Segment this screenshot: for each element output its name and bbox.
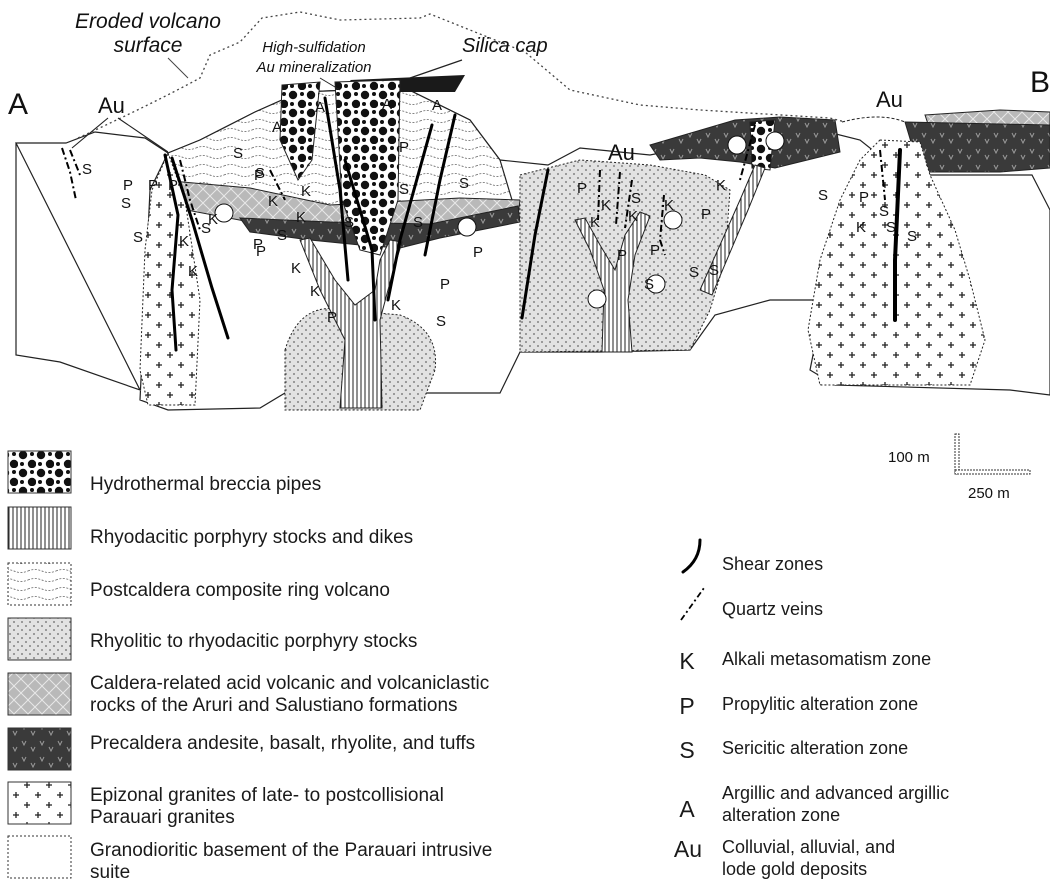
zone-letter-k: K [716, 177, 726, 194]
zone-letter-k: K [188, 263, 198, 280]
au-arc-right [842, 117, 905, 122]
zone-letter-k: K [296, 209, 306, 226]
legend-symbol-label: Quartz veins [722, 598, 823, 620]
zone-letter-a: A [315, 99, 325, 116]
legend-swatch-dots [8, 618, 71, 660]
section-end-a: A [8, 88, 28, 121]
zone-letter-s: S [818, 187, 828, 204]
zone-letter-p: P [123, 177, 133, 194]
au-label-right: Au [876, 87, 903, 112]
zone-letter-a: A [272, 119, 282, 136]
zone-letter-k: K [268, 193, 278, 210]
legend-swatch-wavy [8, 563, 71, 605]
legend-unit-label: Rhyodacitic porphyry stocks and dikes [90, 527, 413, 549]
zone-letter-p: P [859, 189, 869, 206]
au-label-left: Au [98, 93, 125, 118]
zone-letter-s: S [631, 190, 641, 207]
legend-symbol-k: K [672, 648, 702, 675]
zone-letter-k: K [301, 183, 311, 200]
eroded-surface-leader [168, 58, 188, 78]
legend-symbol-label: Propylitic alteration zone [722, 693, 918, 715]
zone-letter-k: K [391, 297, 401, 314]
zone-letter-p: P [617, 247, 627, 264]
legend-unit-label: Epizonal granites of late- to postcollis… [90, 785, 444, 829]
legend-symbol-label: Alkali metasomatism zone [722, 648, 931, 670]
legend-swatch-breccia [8, 451, 71, 493]
legend-unit-label: Precaldera andesite, basalt, rhyolite, a… [90, 733, 475, 755]
zone-letter-k: K [208, 211, 218, 228]
zone-letter-s: S [344, 214, 354, 231]
scale-horizontal-label: 250 m [968, 485, 1010, 502]
section-end-b: B [1030, 66, 1050, 99]
zone-letter-k: K [310, 283, 320, 300]
zone-letter-p: P [399, 139, 409, 156]
quartz-vein-legend-icon [681, 588, 704, 620]
legend-symbol-p: P [672, 693, 702, 720]
zone-letter-p: P [473, 244, 483, 261]
zone-letter-s: S [233, 145, 243, 162]
zone-letter-s: S [907, 228, 917, 245]
zone-letter-s: S [886, 219, 896, 236]
legend-symbol-s: S [672, 737, 702, 764]
zone-letter-p: P [701, 206, 711, 223]
legend-unit-label: Postcaldera composite ring volcano [90, 580, 390, 602]
zone-letter-s: S [879, 203, 889, 220]
legend-symbol-label: Shear zones [722, 553, 823, 575]
scale-bar [955, 434, 1030, 474]
zone-letter-k: K [590, 214, 600, 231]
legend-symbol-a: A [672, 796, 702, 823]
silica-cap-leader [410, 60, 462, 78]
zone-letter-s: S [436, 313, 446, 330]
zone-letter-s: S [399, 181, 409, 198]
zone-letter-p: P [650, 242, 660, 259]
zone-letter-a: A [432, 97, 442, 114]
legend-swatch-vlines [8, 507, 71, 549]
zone-letter-s: S [459, 175, 469, 192]
zone-letter-s: S [255, 165, 265, 182]
zone-letter-k: K [664, 197, 674, 214]
zone-letter-s: S [82, 161, 92, 178]
legend-unit-label: Rhyolitic to rhyodacitic porphyry stocks [90, 631, 417, 653]
zone-letter-p: P [440, 276, 450, 293]
zone-letter-s: S [133, 229, 143, 246]
zone-letter-a: A [382, 96, 392, 113]
legend-swatch-cross [8, 782, 71, 824]
legend-swatch-grayx [8, 673, 71, 715]
zone-letter-s: S [689, 264, 699, 281]
zone-letter-k: K [179, 233, 189, 250]
zone-letter-s: S [121, 195, 131, 212]
legend-symbol-label: Sericitic alteration zone [722, 737, 908, 759]
zone-letter-s: S [709, 262, 719, 279]
legend-symbol-label: Argillic and advanced argillic alteratio… [722, 782, 949, 826]
scale-vertical-label: 100 m [888, 449, 930, 466]
zone-letter-k: K [291, 260, 301, 277]
zone-letter-s: S [413, 214, 423, 231]
zone-letter-p: P [577, 180, 587, 197]
zone-letter-s: S [277, 227, 287, 244]
zone-letter-k: K [628, 208, 638, 225]
shear-zone-legend-icon [683, 540, 700, 572]
legend-swatch-darkv [8, 728, 71, 770]
zone-letter-k: K [856, 219, 866, 236]
zone-letter-p: P [148, 177, 158, 194]
silica-cap-label: Silica cap [462, 35, 548, 57]
legend-unit-label: Caldera-related acid volcanic and volcan… [90, 673, 489, 717]
au-label-center: Au [608, 140, 635, 165]
legend-symbol-label: Colluvial, alluvial, and lode gold depos… [722, 836, 895, 880]
legend-swatch-blank [8, 836, 71, 878]
legend-swatches [8, 451, 71, 878]
legend-symbol-au: Au [666, 836, 710, 863]
zone-letter-s: S [644, 276, 654, 293]
zone-letter-k: K [601, 197, 611, 214]
zone-letter-p: P [327, 309, 337, 326]
legend-unit-label: Granodioritic basement of the Parauari i… [90, 840, 492, 884]
zone-letter-p: P [168, 177, 178, 194]
legend-unit-label: Hydrothermal breccia pipes [90, 474, 321, 496]
zone-letter-p: P [256, 243, 266, 260]
